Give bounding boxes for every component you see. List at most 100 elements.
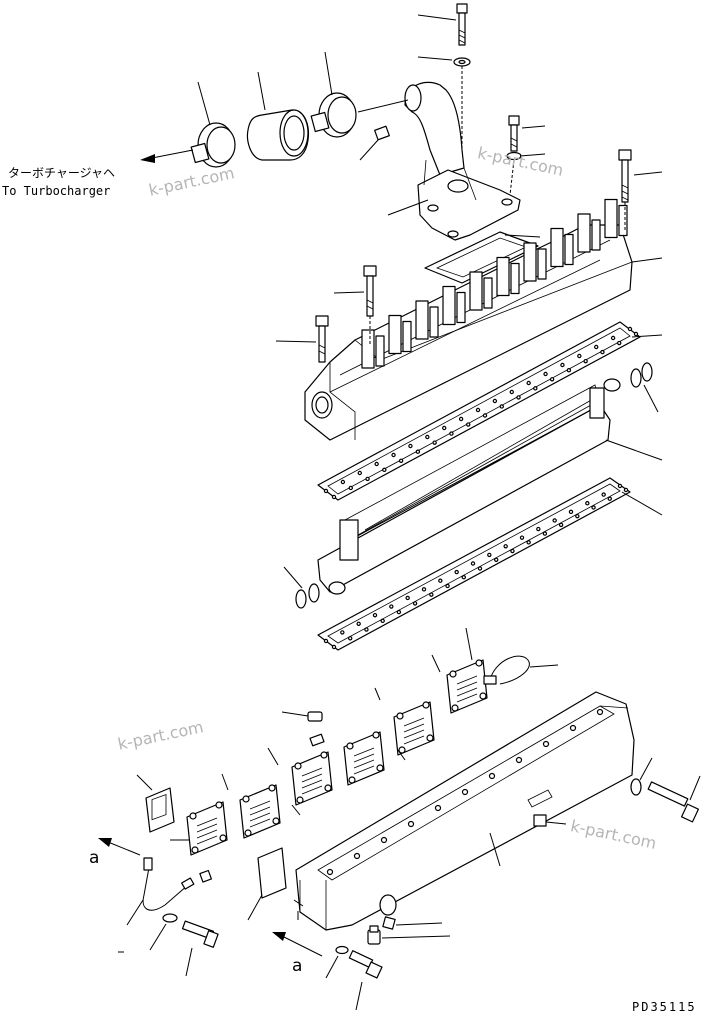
gasket-hole	[389, 604, 394, 609]
gasket-hole	[499, 404, 504, 409]
gasket-hole	[421, 587, 427, 592]
gasket-hole	[380, 618, 385, 624]
cover-louver	[249, 818, 271, 828]
jp-direction-label: ターボチャージャヘ	[8, 166, 116, 180]
gasket-hole	[492, 398, 498, 404]
ref-a-right-label: a	[292, 956, 303, 976]
lower-manifold-housing	[295, 691, 635, 931]
gasket-hole	[396, 609, 402, 615]
connector-wire	[483, 655, 530, 685]
gasket-hole	[438, 578, 443, 583]
cover-louver	[403, 735, 425, 745]
cover-screw	[451, 704, 459, 712]
washer-bottom	[335, 945, 349, 955]
gasket-hole	[458, 416, 464, 422]
manifold-rib	[415, 300, 429, 340]
cover-screw	[294, 762, 302, 770]
gasket-hole	[429, 592, 434, 597]
cover-screw	[215, 801, 223, 809]
gasket-hole	[340, 479, 346, 485]
cover-louver	[249, 806, 271, 816]
gasket-hole	[566, 368, 572, 373]
manifold-bolt-left	[315, 315, 329, 363]
cover-louver	[301, 785, 323, 795]
housing-hole	[569, 724, 577, 732]
gasket-hole	[627, 326, 633, 332]
gasket-hole	[610, 335, 616, 341]
cover-screw	[422, 701, 430, 709]
gasket-hole	[470, 561, 476, 566]
gasket-hole	[442, 425, 447, 431]
cover-screw	[320, 751, 328, 759]
valve-cover-plate	[186, 801, 228, 856]
housing-hole	[326, 868, 334, 876]
cover-body	[186, 801, 228, 856]
cover-louver	[456, 687, 478, 697]
leader-line	[431, 654, 441, 673]
gasket-hole	[617, 340, 622, 346]
gasket-hole	[549, 377, 555, 382]
gasket-hole	[323, 488, 329, 494]
intake-heater	[317, 378, 621, 595]
fitting-bottom	[367, 925, 381, 945]
cover-louver	[353, 753, 375, 763]
small-plug	[374, 125, 390, 141]
gasket-hole	[405, 595, 410, 601]
cover-gasket-left	[145, 787, 175, 833]
gasket-hole	[623, 487, 629, 493]
leader-line	[465, 627, 473, 661]
gasket-hole	[482, 413, 488, 418]
cover-louver	[301, 773, 323, 783]
cover-louver	[403, 717, 425, 727]
gasket-hole	[398, 458, 404, 463]
gasket-hole	[577, 353, 582, 359]
manifold-rib-face	[564, 233, 574, 266]
cover-screw	[426, 734, 434, 742]
elbow-pipe	[404, 81, 521, 241]
housing-hole	[380, 836, 388, 844]
sensor-bottom	[382, 916, 396, 930]
manifold-rib	[577, 213, 591, 253]
gasket-hole	[494, 557, 499, 562]
gasket-hole	[594, 344, 599, 350]
heater-washers-left	[295, 583, 320, 609]
cover-louver	[353, 759, 375, 769]
cover-screw	[191, 846, 199, 854]
gasket-hole	[408, 443, 413, 449]
manifold-rib	[469, 271, 483, 311]
gasket-hole	[382, 467, 387, 473]
manifold-rib-face	[618, 204, 628, 237]
cover-screw	[189, 812, 197, 820]
washer-lower-left	[162, 913, 178, 923]
ref-arrow-a-right	[272, 932, 323, 957]
cover-screw	[348, 776, 356, 784]
washer-lower-right	[630, 778, 642, 796]
housing-hole	[407, 820, 415, 828]
cover-louver	[196, 817, 218, 827]
gasket-hole	[415, 449, 421, 454]
gasket-hole	[510, 548, 515, 554]
manifold-rib	[361, 329, 375, 369]
cover-louver	[403, 729, 425, 739]
manifold-rib-face	[483, 277, 493, 309]
cover-body	[239, 784, 281, 839]
top-washer	[453, 57, 471, 67]
housing-hole	[353, 852, 361, 860]
cover-body	[446, 659, 488, 714]
manifold-bolt-mid	[363, 265, 377, 317]
gasket-hole	[607, 496, 612, 501]
plug-lower	[309, 733, 325, 747]
gasket-hole	[372, 612, 378, 618]
cover-louver	[196, 835, 218, 845]
gasket-hole	[633, 331, 639, 337]
plug-upper	[307, 711, 323, 722]
gasket-hole	[331, 494, 337, 500]
cover-louver	[249, 812, 271, 822]
plug-lower-right	[533, 814, 547, 827]
gasket-hole	[340, 630, 345, 635]
gasket-hole	[487, 552, 492, 558]
cover-body	[291, 751, 333, 806]
housing-hole	[515, 756, 523, 764]
housing-hole	[542, 740, 550, 748]
gasket-hole	[365, 476, 370, 482]
